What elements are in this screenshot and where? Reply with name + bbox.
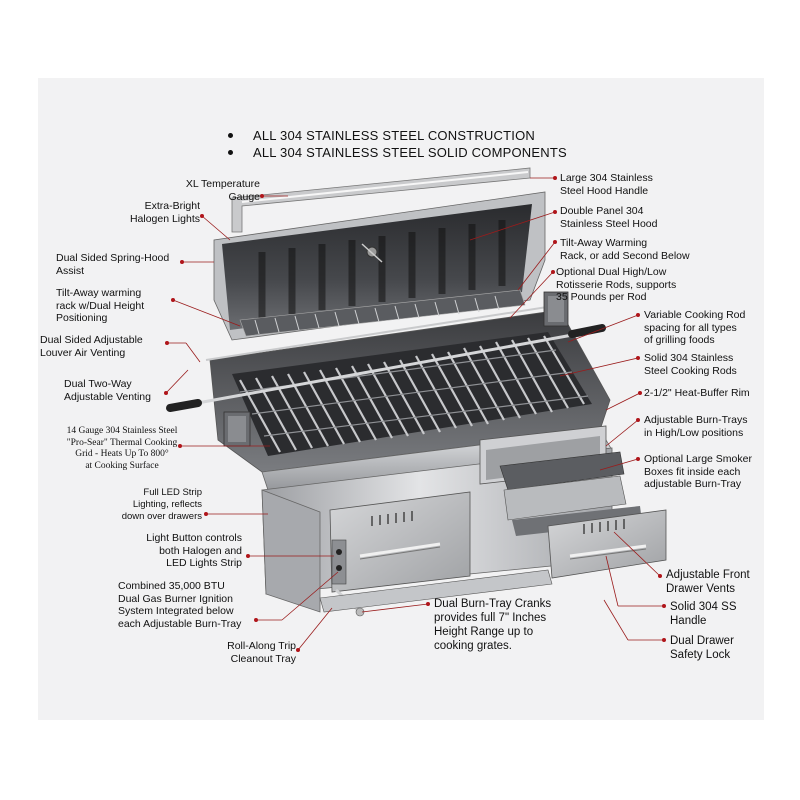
label-tilt-rack-right: Tilt-Away Warming Rack, or add Second Be…	[560, 237, 690, 262]
leader-light-button	[246, 554, 334, 558]
label-louver-venting: Dual Sided Adjustable Louver Air Venting	[40, 334, 143, 359]
warming-rack	[239, 289, 526, 337]
leader-pro-sear	[178, 444, 270, 448]
label-tilt-rack-left: Tilt-Away warming rack w/Dual Height Pos…	[56, 287, 145, 324]
bullet-icon	[228, 150, 233, 156]
cooking-grates	[239, 335, 585, 453]
rotisserie-rods	[166, 304, 606, 412]
leader-heat-rim	[605, 391, 642, 411]
leader-burner-ignition	[254, 571, 339, 622]
label-rotisserie-rods: Optional Dual High/Low Rotisserie Rods, …	[556, 266, 677, 303]
leader-crank	[361, 602, 430, 613]
label-spring-hood: Dual Sided Spring-Hood Assist	[56, 252, 170, 277]
label-cooking-rods: Solid 304 Stainless Steel Cooking Rods	[644, 352, 737, 377]
leader-drawer-vents	[613, 531, 662, 578]
label-pro-sear-grid: 14 Gauge 304 Stainless Steel "Pro-Sear" …	[66, 426, 178, 471]
leader-tilt-rack-right	[517, 240, 557, 291]
leader-halogen-lights	[200, 214, 231, 241]
rotisserie-motor-right	[543, 291, 569, 327]
leader-louver-venting	[165, 341, 201, 363]
leader-ss-handle	[605, 555, 666, 608]
label-light-button: Light Button controls both Halogen and L…	[146, 532, 242, 569]
label-burn-tray-cranks: Dual Burn-Tray Cranks provides full 7" I…	[434, 598, 552, 652]
leader-double-panel-hood	[469, 210, 557, 241]
label-halogen-lights: Extra-Bright Halogen Lights	[129, 200, 200, 225]
leader-spring-hood	[180, 260, 214, 264]
leader-smoker-boxes	[599, 457, 640, 471]
rotisserie-motor-left	[223, 411, 251, 447]
leader-rotisserie-rods	[509, 270, 555, 319]
label-safety-lock: Dual Drawer Safety Lock	[670, 635, 734, 661]
leader-burn-trays	[605, 418, 640, 447]
bullet-icon	[228, 133, 233, 139]
label-drawer-vents: Adjustable Front Drawer Vents	[666, 569, 750, 595]
leader-hood-handle	[530, 176, 557, 180]
leader-cleanout-tray	[296, 607, 333, 652]
leader-cooking-rods	[559, 356, 640, 377]
leader-tilt-rack-left	[171, 298, 241, 327]
label-heat-rim: 2-1/2" Heat-Buffer Rim	[644, 387, 750, 399]
control-panel	[331, 539, 347, 585]
leader-rod-spacing	[567, 313, 640, 343]
label-ss-handle: Solid 304 SS Handle	[670, 601, 737, 627]
leader-temperature-gauge	[260, 194, 288, 198]
label-smoker-boxes: Optional Large Smoker Boxes fit inside e…	[644, 453, 752, 490]
label-cleanout-tray: Roll-Along Trip Cleanout Tray	[227, 640, 296, 665]
drawer-right-open	[479, 425, 667, 579]
leader-led-strip	[204, 512, 268, 516]
label-two-way-venting: Dual Two-Way Adjustable Venting	[64, 378, 151, 403]
label-led-strip: Full LED Strip Lighting, reflects down o…	[121, 487, 202, 522]
headline-2: ALL 304 STAINLESS STEEL SOLID COMPONENTS	[228, 145, 567, 160]
label-temperature-gauge: XL Temperature Gauge	[185, 178, 260, 203]
cleanout-tray	[319, 569, 553, 613]
firebox	[209, 309, 611, 473]
leader-two-way-venting	[164, 369, 189, 395]
label-hood-handle: Large 304 Stainless Steel Hood Handle	[560, 172, 653, 197]
label-rod-spacing: Variable Cooking Rod spacing for all typ…	[644, 309, 746, 346]
drawer-left	[329, 491, 471, 593]
label-burn-trays: Adjustable Burn-Trays in High/Low positi…	[644, 414, 748, 439]
leader-safety-lock	[603, 599, 666, 642]
label-burner-ignition: Combined 35,000 BTU Dual Gas Burner Igni…	[118, 580, 242, 630]
headline-1: ALL 304 STAINLESS STEEL CONSTRUCTION	[228, 128, 535, 143]
label-double-panel-hood: Double Panel 304 Stainless Steel Hood	[560, 205, 658, 230]
